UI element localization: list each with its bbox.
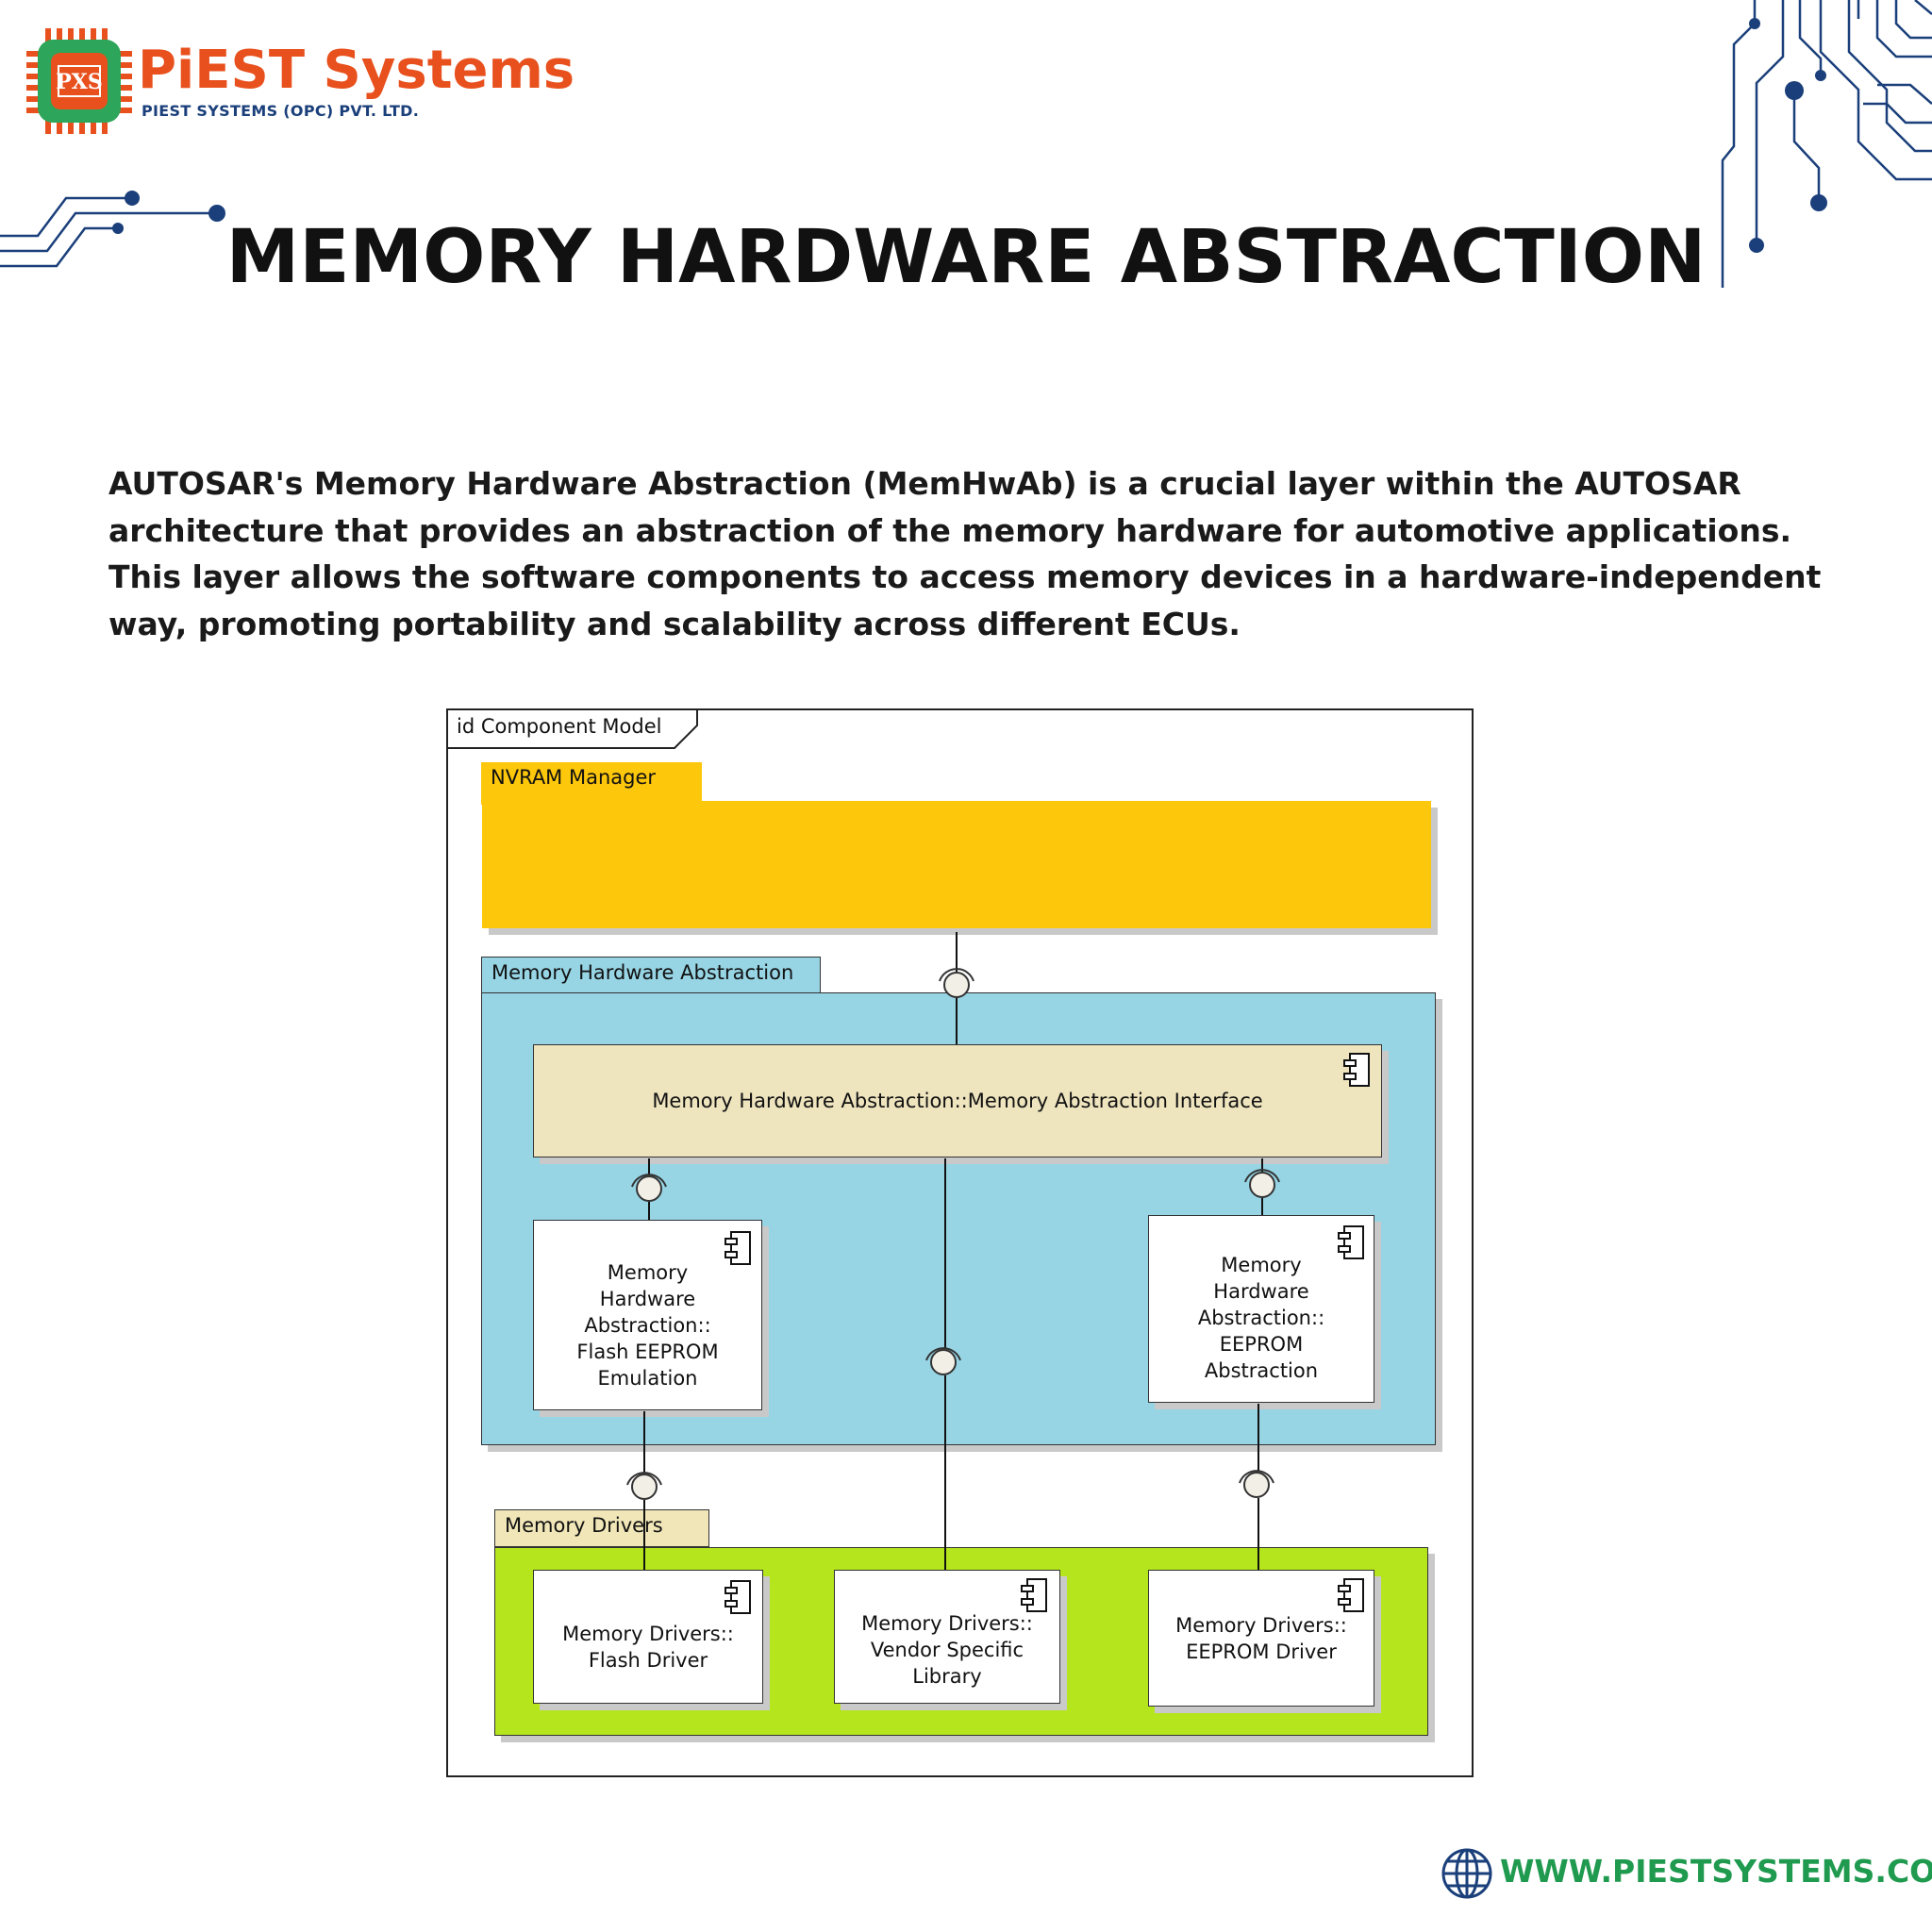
eeprom-abstraction-component: Memory Hardware Abstraction:: EEPROM Abs… (1148, 1215, 1374, 1403)
eep-line-1: Memory Drivers:: (1175, 1614, 1347, 1637)
brand-name: PiEST Systems (138, 40, 575, 101)
fee-line-3: Abstraction:: (584, 1314, 711, 1337)
page-title: MEMORY HARDWARE ABSTRACTION (225, 215, 1707, 300)
ea-line-5: Abstraction (1204, 1358, 1319, 1382)
flash-driver-component: Memory Drivers:: Flash Driver (533, 1570, 763, 1704)
vsl-line-3: Library (912, 1665, 982, 1688)
eep-line-2: EEPROM Driver (1186, 1641, 1337, 1663)
fee-line-1: Memory (607, 1261, 689, 1284)
circuit-decoration-left-icon (0, 191, 225, 268)
nvram-manager-package (482, 801, 1431, 928)
website-link[interactable]: WWW.PIESTSYSTEMS.COM (1500, 1853, 1932, 1890)
circuit-decoration-right-icon (1721, 0, 1932, 288)
globe-icon (1441, 1848, 1492, 1899)
vsl-line-1: Memory Drivers:: (861, 1612, 1033, 1635)
ea-line-4: EEPROM (1219, 1332, 1304, 1356)
brand-logo-icon: PXS (26, 28, 132, 134)
fls-line-2: Flash Driver (588, 1649, 708, 1672)
eeprom-driver-component: Memory Drivers:: EEPROM Driver (1148, 1570, 1374, 1707)
fee-line-5: Emulation (597, 1367, 698, 1390)
mha-package-tab: Memory Hardware Abstraction (481, 957, 821, 994)
fls-line-1: Memory Drivers:: (562, 1623, 734, 1645)
frame-label: id Component Model (457, 715, 662, 738)
brand-subtitle: PIEST SYSTEMS (OPC) PVT. LTD. (142, 102, 420, 120)
intro-paragraph: AUTOSAR's Memory Hardware Abstraction (M… (108, 465, 1822, 642)
vendor-specific-library-component: Memory Drivers:: Vendor Specific Library (834, 1570, 1060, 1704)
interface-label: Memory Hardware Abstraction::Memory Abst… (652, 1090, 1263, 1112)
ea-line-3: Abstraction:: (1197, 1306, 1325, 1329)
svg-text:PXS: PXS (56, 70, 103, 94)
fee-line-2: Hardware (599, 1288, 696, 1310)
vsl-line-2: Vendor Specific (870, 1639, 1024, 1661)
memory-drivers-tab: Memory Drivers (494, 1509, 709, 1547)
ea-line-2: Hardware (1213, 1279, 1309, 1303)
frame-label-tab (446, 708, 698, 749)
nvram-manager-tab: NVRAM Manager (481, 762, 702, 805)
fee-line-4: Flash EEPROM (576, 1341, 719, 1363)
memory-abstraction-interface-component: Memory Hardware Abstraction::Memory Abst… (533, 1044, 1382, 1158)
flash-eeprom-emulation-component: Memory Hardware Abstraction:: Flash EEPR… (533, 1220, 762, 1410)
ea-line-1: Memory (1221, 1253, 1302, 1276)
